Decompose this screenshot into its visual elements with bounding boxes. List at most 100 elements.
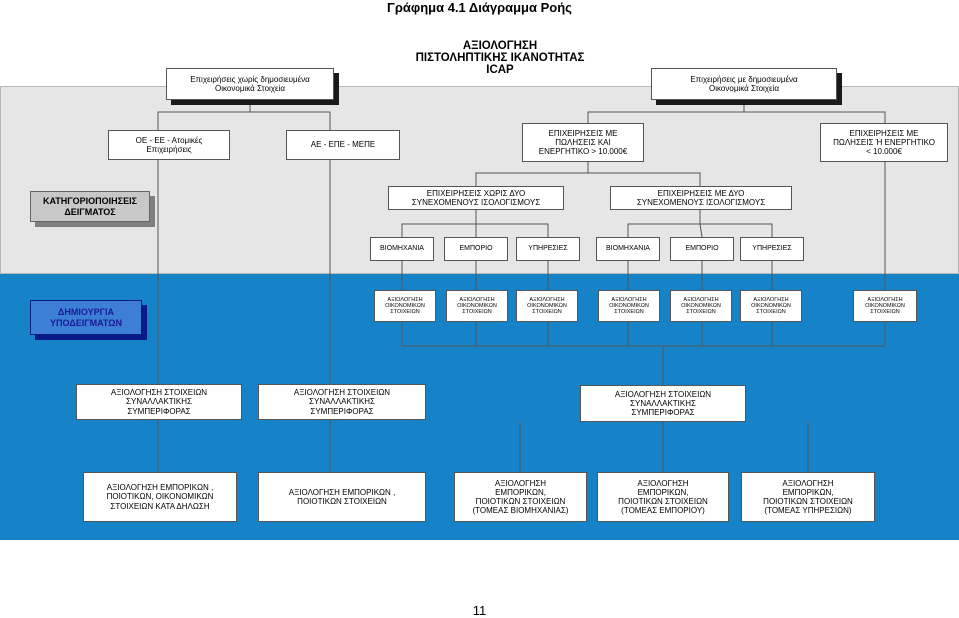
financial-eval-5-line-3: ΣΤΟΙΧΕΙΩΝ	[686, 309, 716, 316]
sales-under-line-3: < 10.000€	[866, 147, 902, 157]
transaction-eval-1-line-3: ΣΥΜΠΕΡΙΦΟΡΑΣ	[127, 406, 191, 416]
ae-epe-line-1: ΑΕ - ΕΠΕ - ΜΕΠΕ	[310, 140, 376, 150]
financial-eval-box-3: ΑΞΙΟΛΟΓΗΣΗ ΟΙΚΟΝΟΜΙΚΩΝ ΣΤΟΙΧΕΙΩΝ	[516, 290, 578, 322]
bottom-2-line-2: ΠΟΙΟΤΙΚΩΝ ΣΤΟΙΧΕΙΩΝ	[297, 497, 387, 506]
commercial-qualitative-financial-declared-box: ΑΞΙΟΛΟΓΗΣΗ ΕΜΠΟΡΙΚΩΝ , ΠΟΙΟΤΙΚΩΝ, ΟΙΚΟΝΟ…	[83, 472, 237, 522]
published-line-2: Οικονομικά Στοιχεία	[709, 84, 779, 93]
financial-eval-4-line-2: ΟΙΚΟΝΟΜΙΚΩΝ	[609, 302, 649, 309]
bottom-4-line-1: ΑΞΙΟΛΟΓΗΣΗ	[637, 478, 689, 488]
sample-creation-label: ΔΗΜΙΟΥΡΓΙΑ ΥΠΟΔΕΙΓΜΑΤΩΝ	[30, 300, 142, 335]
financial-eval-box-2: ΑΞΙΟΛΟΓΗΣΗ ΟΙΚΟΝΟΜΙΚΩΝ ΣΤΟΙΧΕΙΩΝ	[446, 290, 508, 322]
transaction-eval-3-line-1: ΑΞΙΟΛΟΓΗΣΗ ΣΤΟΙΧΕΙΩΝ	[614, 389, 712, 399]
financial-eval-box-4: ΑΞΙΟΛΟΓΗΣΗ ΟΙΚΟΝΟΜΙΚΩΝ ΣΤΟΙΧΕΙΩΝ	[598, 290, 660, 322]
sector-industry-2: ΒΙΟΜΗΧΑΝΙΑ	[596, 237, 660, 261]
financial-eval-box-5: ΑΞΙΟΛΟΓΗΣΗ ΟΙΚΟΝΟΜΙΚΩΝ ΣΤΟΙΧΕΙΩΝ	[670, 290, 732, 322]
sales-under-line-2: ΠΩΛΗΣΕΙΣ Ή ΕΝΕΡΓΗΤΙΚΟ	[833, 137, 935, 147]
categorization-line-2: ΔΕΙΓΜΑΤΟΣ	[64, 206, 116, 217]
oe-ee-line-2: Επιχειρήσεις	[146, 145, 192, 154]
bottom-3-line-2: ΕΜΠΟΡΙΚΩΝ,	[495, 487, 546, 497]
financial-eval-7-line-2: ΟΙΚΟΝΟΜΙΚΩΝ	[865, 302, 905, 309]
icap-title-line-1: ΑΞΙΟΛΟΓΗΣΗ	[462, 40, 538, 52]
financial-eval-4-line-3: ΣΤΟΙΧΕΙΩΝ	[614, 309, 644, 316]
bottom-1-line-3: ΣΤΟΙΧΕΙΩΝ ΚΑΤΑ ΔΗΛΩΣΗ	[110, 501, 210, 511]
transaction-eval-1-line-2: ΣΥΝΑΛΛΑΚΤΙΚΗΣ	[126, 397, 192, 407]
sample-creation-line-2: ΥΠΟΔΕΙΓΜΑΤΩΝ	[50, 317, 122, 328]
financial-eval-1-line-3: ΣΤΟΙΧΕΙΩΝ	[390, 309, 420, 316]
commercial-qualitative-box: ΑΞΙΟΛΟΓΗΣΗ ΕΜΠΟΡΙΚΩΝ , ΠΟΙΟΤΙΚΩΝ ΣΤΟΙΧΕΙ…	[258, 472, 426, 522]
financial-eval-3-line-3: ΣΤΟΙΧΕΙΩΝ	[532, 309, 562, 316]
without-two-balance-sheets-box: ΕΠΙΧΕΙΡΗΣΕΙΣ ΧΩΡΙΣ ΔΥΟ ΣΥΝΕΧΟΜΕΝΟΥΣ ΙΣΟΛ…	[388, 186, 564, 210]
bottom-5-line-3: ΠΟΙΟΤΙΚΩΝ ΣΤΟΙΧΕΙΩΝ	[763, 497, 853, 506]
bottom-3-line-1: ΑΞΙΟΛΟΓΗΣΗ	[494, 478, 547, 488]
sales-over-line-1: ΕΠΙΧΕΙΡΗΣΕΙΣ ΜΕ	[548, 128, 618, 138]
financial-eval-6-line-3: ΣΤΟΙΧΕΙΩΝ	[756, 309, 786, 316]
bottom-4-line-4: (ΤΟΜΕΑΣ ΕΜΠΟΡΙΟΥ)	[621, 506, 705, 516]
financial-eval-box-1: ΑΞΙΟΛΟΓΗΣΗ ΟΙΚΟΝΟΜΙΚΩΝ ΣΤΟΙΧΕΙΩΝ	[374, 290, 436, 322]
bottom-3-line-4: (ΤΟΜΕΑΣ ΒΙΟΜΗΧΑΝΙΑΣ)	[472, 506, 569, 516]
without-balance-line-2: ΣΥΝΕΧΟΜΕΝΟΥΣ ΙΣΟΛΟΓΙΣΜΟΥΣ	[411, 198, 541, 207]
icap-title-line-3: ICAP	[486, 64, 514, 77]
transaction-eval-2-line-3: ΣΥΜΠΕΡΙΦΟΡΑΣ	[310, 406, 374, 416]
sales-under-line-1: ΕΠΙΧΕΙΡΗΣΕΙΣ ΜΕ	[849, 128, 919, 138]
financial-eval-2-line-1: ΑΞΙΟΛΟΓΗΣΗ	[459, 296, 495, 303]
bottom-1-line-2: ΠΟΙΟΤΙΚΩΝ, ΟΙΚΟΝΟΜΙΚΩΝ	[106, 492, 214, 502]
bottom-3-line-3: ΠΟΙΟΤΙΚΩΝ ΣΤΟΙΧΕΙΩΝ	[475, 497, 566, 506]
published-line-1: Επιχειρήσεις με δημοσιευμένα	[690, 74, 798, 84]
financial-eval-5-line-2: ΟΙΚΟΝΟΜΙΚΩΝ	[681, 302, 721, 309]
services-sector-eval-box: ΑΞΙΟΛΟΓΗΣΗ ΕΜΠΟΡΙΚΩΝ, ΠΟΙΟΤΙΚΩΝ ΣΤΟΙΧΕΙΩ…	[741, 472, 875, 522]
transaction-eval-box-2: ΑΞΙΟΛΟΓΗΣΗ ΣΤΟΙΧΕΙΩΝ ΣΥΝΑΛΛΑΚΤΙΚΗΣ ΣΥΜΠΕ…	[258, 384, 426, 420]
transaction-eval-box-1: ΑΞΙΟΛΟΓΗΣΗ ΣΤΟΙΧΕΙΩΝ ΣΥΝΑΛΛΑΚΤΙΚΗΣ ΣΥΜΠΕ…	[76, 384, 242, 420]
no-published-line-2: Οικονομικά Στοιχεία	[215, 84, 285, 93]
financial-eval-1-line-2: ΟΙΚΟΝΟΜΙΚΩΝ	[385, 302, 425, 309]
with-balance-line-1: ΕΠΙΧΕΙΡΗΣΕΙΣ ΜΕ ΔΥΟ	[657, 188, 745, 198]
bottom-5-line-1: ΑΞΙΟΛΟΓΗΣΗ	[782, 478, 834, 488]
bottom-4-line-3: ΠΟΙΟΤΙΚΩΝ ΣΤΟΙΧΕΙΩΝ	[618, 497, 708, 506]
sample-creation-line-1: ΔΗΜΙΟΥΡΓΙΑ	[57, 306, 115, 317]
bottom-4-line-2: ΕΜΠΟΡΙΚΩΝ,	[637, 487, 689, 497]
commerce-sector-eval-box: ΑΞΙΟΛΟΓΗΣΗ ΕΜΠΟΡΙΚΩΝ, ΠΟΙΟΤΙΚΩΝ ΣΤΟΙΧΕΙΩ…	[597, 472, 729, 522]
bottom-5-line-2: ΕΜΠΟΡΙΚΩΝ,	[782, 487, 834, 497]
published-statements-box: Επιχειρήσεις με δημοσιευμένα Οικονομικά …	[651, 68, 837, 100]
figure-title: Γράφημα 4.1 Διάγραμμα Ροής	[387, 0, 572, 15]
financial-eval-1-line-1: ΑΞΙΟΛΟΓΗΣΗ	[387, 296, 423, 303]
transaction-eval-3-line-2: ΣΥΝΑΛΛΑΚΤΙΚΗΣ	[630, 398, 696, 408]
no-published-statements-box: Επιχειρήσεις χωρίς δημοσιευμένα Οικονομι…	[166, 68, 334, 100]
bottom-2-line-1: ΑΞΙΟΛΟΓΗΣΗ ΕΜΠΟΡΙΚΩΝ ,	[288, 487, 396, 497]
sales-over-line-3: ΕΝΕΡΓΗΤΙΚΟ > 10.000€	[538, 147, 628, 157]
with-balance-line-2: ΣΥΝΕΧΟΜΕΝΟΥΣ ΙΣΟΛΟΓΙΣΜΟΥΣ	[636, 198, 766, 207]
transaction-eval-1-line-1: ΑΞΙΟΛΟΓΗΣΗ ΣΤΟΙΧΕΙΩΝ	[110, 388, 208, 398]
financial-eval-3-line-2: ΟΙΚΟΝΟΜΙΚΩΝ	[527, 302, 567, 309]
sector-commerce-1: ΕΜΠΟΡΙΟ	[444, 237, 508, 261]
no-published-line-1: Επιχειρήσεις χωρίς δημοσιευμένα	[190, 74, 310, 84]
transaction-eval-box-3: ΑΞΙΟΛΟΓΗΣΗ ΣΤΟΙΧΕΙΩΝ ΣΥΝΑΛΛΑΚΤΙΚΗΣ ΣΥΜΠΕ…	[580, 385, 746, 422]
sales-over-box: ΕΠΙΧΕΙΡΗΣΕΙΣ ΜΕ ΠΩΛΗΣΕΙΣ ΚΑΙ ΕΝΕΡΓΗΤΙΚΟ …	[522, 123, 644, 162]
financial-eval-4-line-1: ΑΞΙΟΛΟΓΗΣΗ	[611, 296, 647, 303]
icap-title: ΑΞΙΟΛΟΓΗΣΗ ΠΙΣΤΟΛΗΠΤΙΚΗΣ ΙΚΑΝΟΤΗΤΑΣ ICAP	[380, 40, 620, 76]
categorization-line-1: ΚΑΤΗΓΟΡΙΟΠΟΙΗΣΕΙΣ	[43, 195, 137, 206]
financial-eval-2-line-2: ΟΙΚΟΝΟΜΙΚΩΝ	[457, 302, 497, 309]
transaction-eval-3-line-3: ΣΥΜΠΕΡΙΦΟΡΑΣ	[631, 408, 695, 418]
sales-over-line-2: ΠΩΛΗΣΕΙΣ ΚΑΙ	[555, 137, 611, 147]
financial-eval-6-line-1: ΑΞΙΟΛΟΓΗΣΗ	[753, 296, 789, 303]
page-number: 11	[472, 603, 487, 618]
categorization-label: ΚΑΤΗΓΟΡΙΟΠΟΙΗΣΕΙΣ ΔΕΙΓΜΑΤΟΣ	[30, 191, 150, 222]
sales-under-box: ΕΠΙΧΕΙΡΗΣΕΙΣ ΜΕ ΠΩΛΗΣΕΙΣ Ή ΕΝΕΡΓΗΤΙΚΟ < …	[820, 123, 948, 162]
oe-ee-box: ΟΕ - ΕΕ - Ατομικές Επιχειρήσεις	[108, 130, 230, 160]
financial-eval-3-line-1: ΑΞΙΟΛΟΓΗΣΗ	[529, 296, 565, 303]
sector-commerce-2: ΕΜΠΟΡΙΟ	[670, 237, 734, 261]
without-balance-line-1: ΕΠΙΧΕΙΡΗΣΕΙΣ ΧΩΡΙΣ ΔΥΟ	[426, 188, 526, 198]
ae-epe-box: ΑΕ - ΕΠΕ - ΜΕΠΕ	[286, 130, 400, 160]
oe-ee-line-1: ΟΕ - ΕΕ - Ατομικές	[135, 135, 203, 145]
industry-sector-eval-box: ΑΞΙΟΛΟΓΗΣΗ ΕΜΠΟΡΙΚΩΝ, ΠΟΙΟΤΙΚΩΝ ΣΤΟΙΧΕΙΩ…	[454, 472, 587, 522]
icap-title-line-2: ΠΙΣΤΟΛΗΠΤΙΚΗΣ ΙΚΑΝΟΤΗΤΑΣ	[415, 52, 585, 65]
financial-eval-7-line-3: ΣΤΟΙΧΕΙΩΝ	[870, 309, 900, 316]
sector-industry-1: ΒΙΟΜΗΧΑΝΙΑ	[370, 237, 434, 261]
transaction-eval-2-line-2: ΣΥΝΑΛΛΑΚΤΙΚΗΣ	[309, 397, 375, 407]
financial-eval-2-line-3: ΣΤΟΙΧΕΙΩΝ	[462, 309, 492, 316]
financial-eval-6-line-2: ΟΙΚΟΝΟΜΙΚΩΝ	[751, 302, 791, 309]
financial-eval-box-6: ΑΞΙΟΛΟΓΗΣΗ ΟΙΚΟΝΟΜΙΚΩΝ ΣΤΟΙΧΕΙΩΝ	[740, 290, 802, 322]
bottom-1-line-1: ΑΞΙΟΛΟΓΗΣΗ ΕΜΠΟΡΙΚΩΝ ,	[106, 483, 214, 493]
bottom-5-line-4: (ΤΟΜΕΑΣ ΥΠΗΡΕΣΙΩΝ)	[764, 506, 852, 516]
sector-services-2: ΥΠΗΡΕΣΙΕΣ	[740, 237, 804, 261]
